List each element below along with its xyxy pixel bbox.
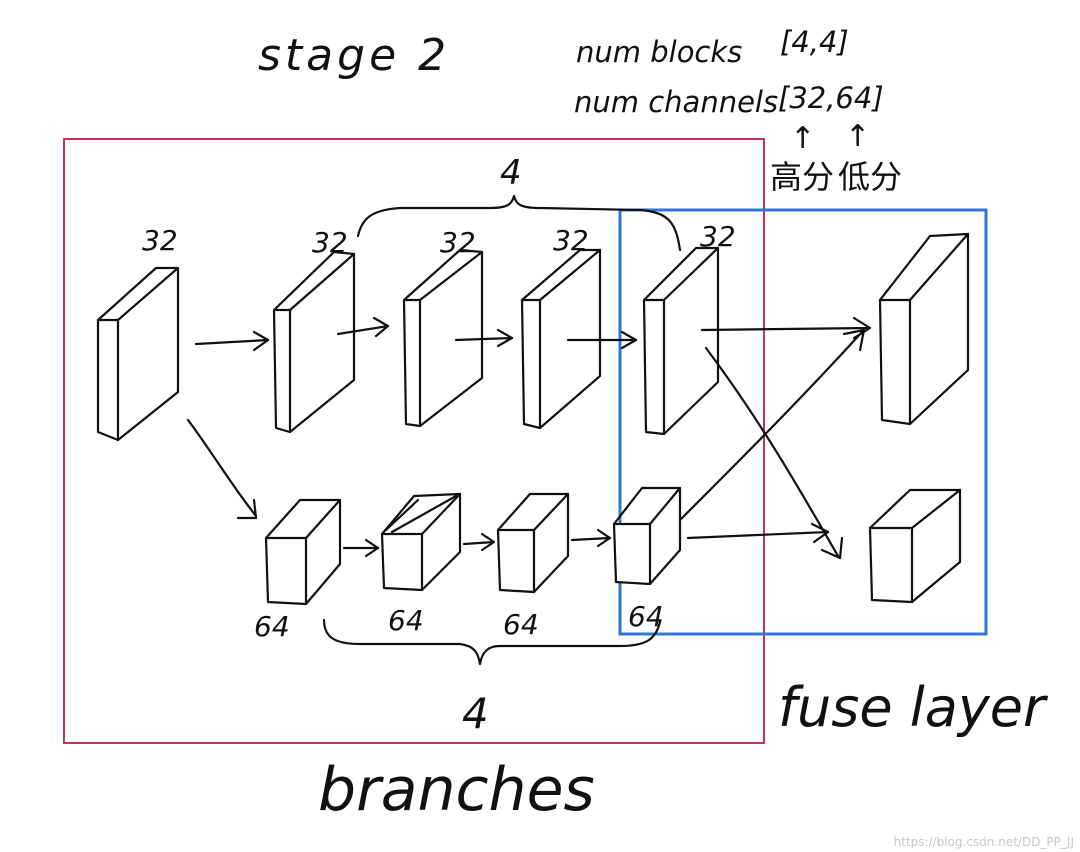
top-arrow — [194, 330, 270, 352]
bottom-arrow — [462, 532, 496, 552]
top-branch-block-count: 4 — [500, 153, 522, 193]
bottom-channel-label: 64 — [254, 610, 290, 643]
bottom-block-feature-map — [612, 486, 682, 586]
low-res-label: 低分 — [838, 158, 902, 196]
num-blocks-label: num blocks — [576, 35, 742, 69]
top-arrow — [566, 330, 638, 350]
bottom-input-feature-map — [264, 498, 342, 606]
downsample-arrow — [186, 418, 258, 520]
high-res-label: 高分 — [770, 158, 834, 196]
bottom-branch-brace — [322, 618, 662, 666]
top-arrow — [336, 316, 390, 338]
top-branch-brace — [356, 194, 682, 252]
bottom-arrow — [570, 528, 612, 548]
top-channel-label: 32 — [312, 226, 348, 259]
top-block-feature-map — [642, 246, 720, 436]
branches-box — [63, 138, 765, 744]
low-res-arrow: ↑ — [845, 119, 870, 154]
top-channel-label: 32 — [440, 226, 476, 259]
watermark: https://blog.csdn.net/DD_PP_JJ — [894, 835, 1074, 849]
bottom-block-feature-map — [380, 492, 462, 592]
fuse-layer-box — [618, 208, 988, 636]
num-blocks-value: [4,4] — [780, 25, 849, 59]
bottom-block-feature-map — [496, 492, 570, 594]
bottom-branch-block-count: 4 — [462, 689, 489, 738]
fuse-high-res-output — [878, 232, 970, 426]
fuse-arrow-high-to-high — [700, 316, 872, 340]
fuse-arrow-high-to-low — [704, 346, 844, 560]
top-channel-label: 32 — [553, 224, 589, 257]
bottom-arrow — [342, 538, 380, 558]
top-block-feature-map — [520, 248, 602, 430]
high-res-arrow: ↑ — [790, 121, 815, 156]
branches-label: branches — [318, 755, 595, 825]
top-channel-label: 32 — [142, 224, 178, 257]
fuse-layer-label: fuse layer — [778, 676, 1048, 739]
fuse-low-res-output — [868, 488, 962, 604]
fuse-arrow-low-to-high — [678, 328, 866, 522]
top-arrow — [454, 328, 514, 348]
diagram-title: stage 2 — [258, 30, 450, 81]
num-channels-label: num channels — [574, 85, 778, 119]
bottom-channel-label: 64 — [503, 608, 539, 641]
top-block-feature-map — [402, 248, 484, 428]
top-block-feature-map — [272, 250, 356, 434]
top-input-feature-map — [96, 266, 180, 442]
bottom-channel-label: 64 — [388, 604, 424, 637]
num-channels-value: [32,64] — [778, 81, 884, 115]
fuse-arrow-low-to-low — [686, 522, 830, 544]
